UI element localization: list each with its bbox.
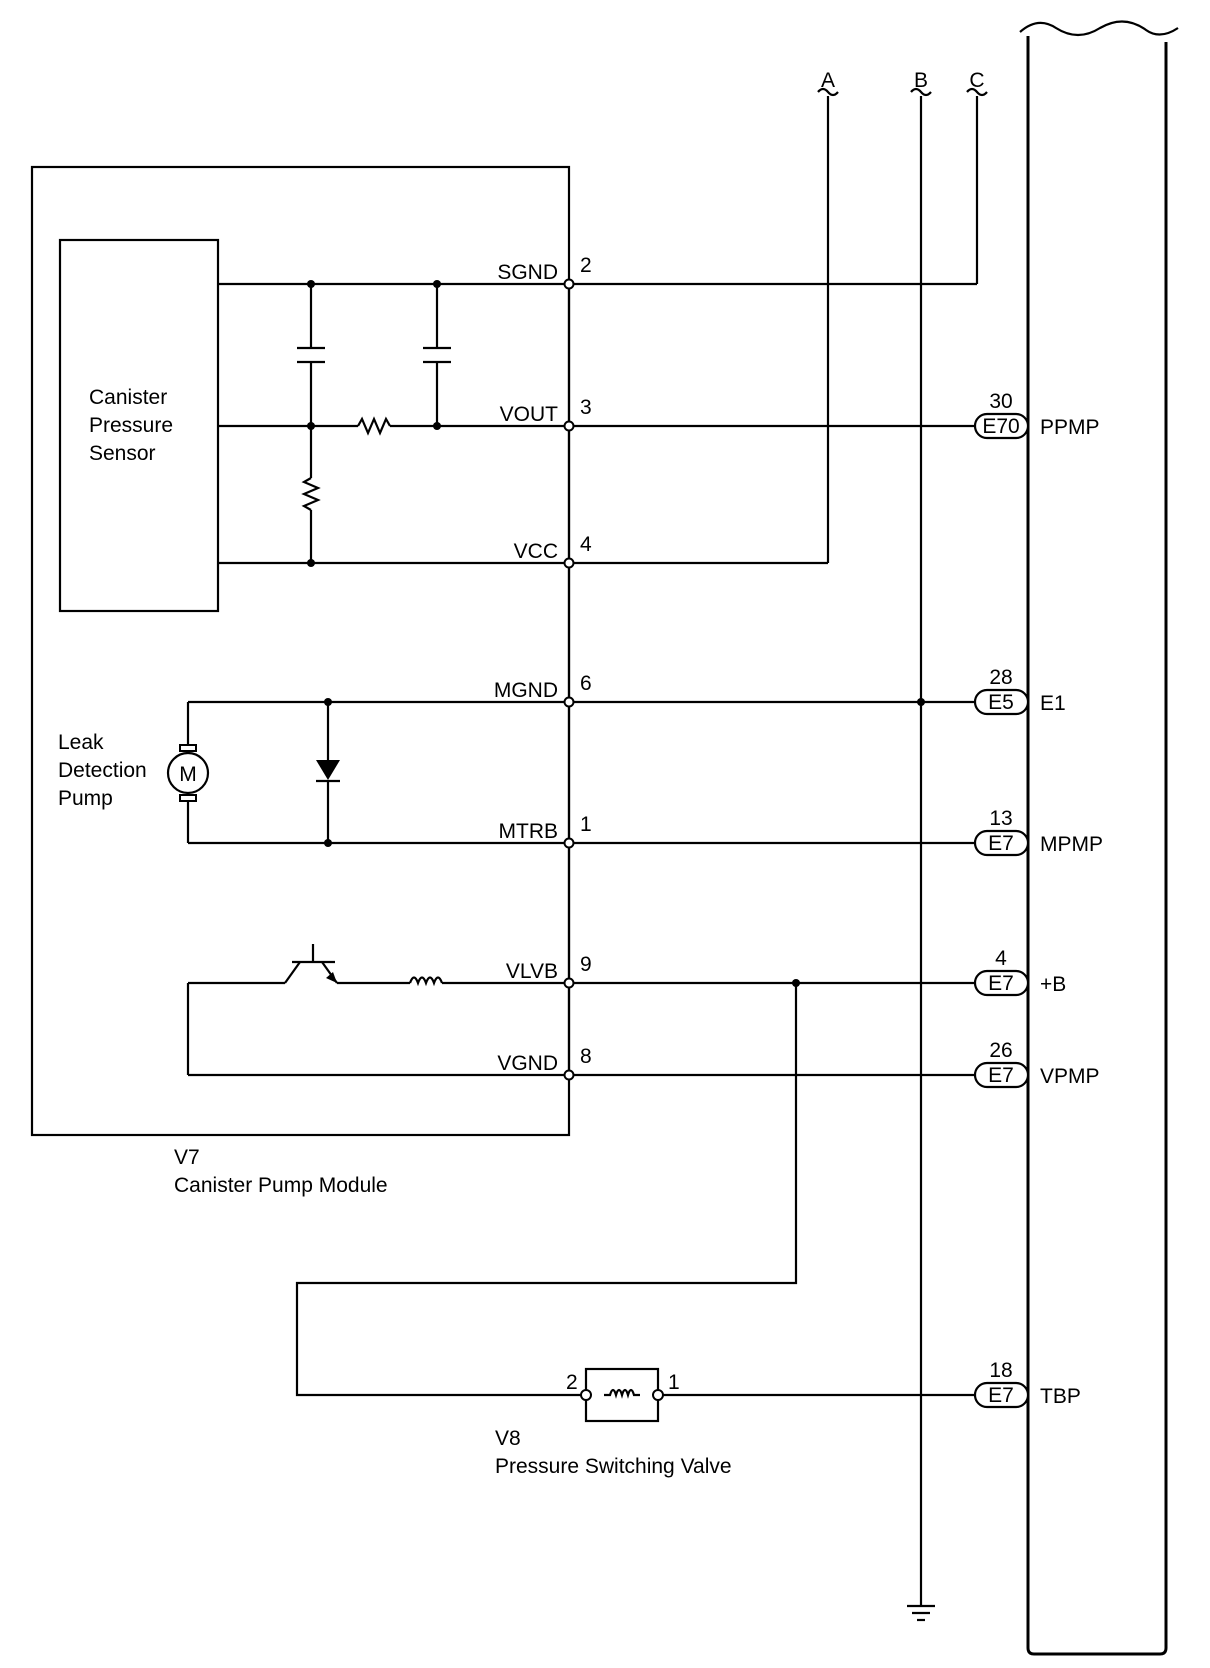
connector-code: E7 <box>988 832 1014 855</box>
sensor-label-line-1: Canister <box>89 386 167 409</box>
v7-code: V7 <box>174 1146 200 1169</box>
junction-dot <box>307 422 315 430</box>
ecm-signal-name: MPMP <box>1040 833 1103 856</box>
ecm-box <box>1026 36 1168 1656</box>
v8-pin-1-label: 1 <box>668 1371 680 1394</box>
pin-name-sgnd: SGND <box>497 261 558 284</box>
pin-number-vcc: 4 <box>580 533 592 556</box>
pin-number-vlvb: 9 <box>580 953 592 976</box>
connector-code: E7 <box>988 972 1014 995</box>
v8-code: V8 <box>495 1427 521 1450</box>
ecm-break-line <box>1019 20 1179 37</box>
junction-dot <box>917 698 925 706</box>
pin-name-vlvb: VLVB <box>506 960 558 983</box>
transistor-icon <box>284 944 338 984</box>
v7-pin-mgnd: MGND 6 <box>494 672 592 708</box>
v8-supply-wire <box>295 983 798 1397</box>
junction-dot <box>433 280 441 288</box>
pin-name-vgnd: VGND <box>497 1052 558 1075</box>
v8-pin-2-label: 2 <box>566 1371 578 1394</box>
resistor-icon <box>301 477 321 511</box>
valve-coil-icon <box>604 1388 640 1399</box>
connector-code: E7 <box>988 1064 1014 1087</box>
bus-break-c <box>966 87 988 97</box>
ecm-signal-name: +B <box>1040 973 1066 996</box>
v7-pin-vlvb: VLVB 9 <box>506 953 592 989</box>
v7-pin-vgnd: VGND 8 <box>497 1045 592 1081</box>
v7-pin-vcc: VCC 4 <box>514 533 592 569</box>
ecm-connector-vpmp: E7 26 VPMP <box>973 1039 1100 1089</box>
ecm-signal-name: VPMP <box>1040 1065 1100 1088</box>
ecm-connector-e1: E5 28 E1 <box>973 666 1066 716</box>
pump-label-line-1: Leak <box>58 731 104 754</box>
v7-pin-mtrb: MTRB 1 <box>499 813 592 849</box>
connector-pin: 26 <box>989 1039 1012 1062</box>
pin-name-mgnd: MGND <box>494 679 558 702</box>
pin-number-vgnd: 8 <box>580 1045 592 1068</box>
junction-dot <box>307 559 315 567</box>
v7-module-box <box>30 165 571 1137</box>
pin-number-mtrb: 1 <box>580 813 592 836</box>
vout-resistor-icon <box>357 416 391 436</box>
ecm-signal-name: E1 <box>1040 692 1066 715</box>
v8-pin-2-terminal <box>580 1389 592 1401</box>
sensor-label-line-3: Sensor <box>89 442 156 465</box>
v7-pin-sgnd: SGND 2 <box>497 254 592 290</box>
connector-pin: 13 <box>989 807 1012 830</box>
bus-label-b: B <box>914 69 928 92</box>
pin-name-vout: VOUT <box>500 403 559 426</box>
connector-code: E5 <box>988 691 1014 714</box>
junction-dot <box>324 698 332 706</box>
v7-name: Canister Pump Module <box>174 1174 388 1197</box>
connector-pin: 18 <box>989 1359 1012 1382</box>
pump-label-line-3: Pump <box>58 787 113 810</box>
bus-label-a: A <box>821 69 835 92</box>
sensor-label-line-2: Pressure <box>89 414 173 437</box>
pin-number-sgnd: 2 <box>580 254 592 277</box>
motor-symbol: M <box>179 763 197 786</box>
connector-pin: 4 <box>995 947 1007 970</box>
v7-pin-vout: VOUT 3 <box>500 396 592 432</box>
connector-pin: 28 <box>989 666 1012 689</box>
ecm-connector-plus-b: E7 4 +B <box>973 947 1066 997</box>
coil-icon <box>408 976 444 987</box>
pin-name-vcc: VCC <box>514 540 558 563</box>
pump-label-line-2: Detection <box>58 759 147 782</box>
pin-number-vout: 3 <box>580 396 592 419</box>
bus-break-a <box>817 87 839 97</box>
ground-icon <box>907 1604 935 1622</box>
connector-pin: 30 <box>989 390 1012 413</box>
ecm-signal-name: PPMP <box>1040 416 1100 439</box>
ecm-connector-ppmp: E70 30 PPMP <box>973 390 1100 440</box>
connector-code: E70 <box>982 415 1019 438</box>
junction-dot <box>433 422 441 430</box>
diode-icon <box>316 760 340 780</box>
junction-dot <box>324 839 332 847</box>
pin-number-mgnd: 6 <box>580 672 592 695</box>
bus-break-b <box>910 87 932 97</box>
motor-icon <box>166 744 210 802</box>
pin-name-mtrb: MTRB <box>499 820 559 843</box>
ecm-signal-name: TBP <box>1040 1385 1081 1408</box>
bus-label-c: C <box>969 69 984 92</box>
v8-pin-1-terminal <box>652 1389 664 1401</box>
v8-name: Pressure Switching Valve <box>495 1455 732 1478</box>
junction-dot <box>307 280 315 288</box>
ecm-connector-mpmp: E7 13 MPMP <box>973 807 1103 857</box>
connector-code: E7 <box>988 1384 1014 1407</box>
ecm-connector-tbp: E7 18 TBP <box>973 1359 1081 1409</box>
